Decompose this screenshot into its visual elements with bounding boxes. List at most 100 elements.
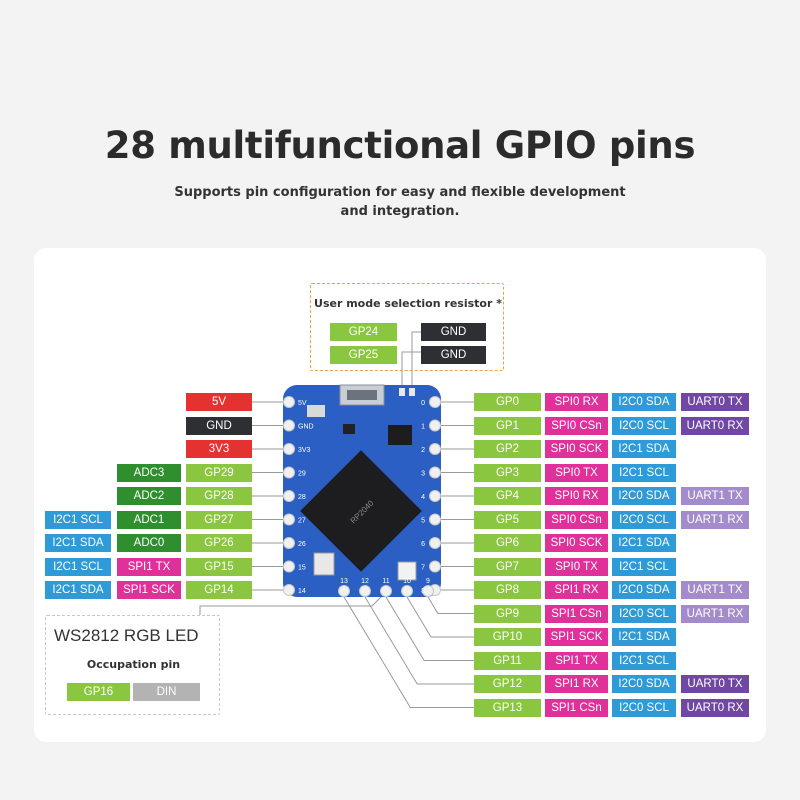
pad-right (429, 560, 441, 573)
led-gp16: GP16 (67, 683, 130, 701)
right-pin-i2c1-sda: I2C1 SDA (612, 440, 676, 458)
right-pin-spi0-sck: SPI0 SCK (545, 440, 608, 458)
pad-number: 6 (421, 541, 425, 548)
right-pin-gp12: GP12 (474, 675, 541, 693)
right-pin-i2c0-sda: I2C0 SDA (612, 393, 676, 411)
right-pin-gp5: GP5 (474, 510, 541, 529)
right-pin-i2c1-scl: I2C1 SCL (612, 557, 676, 576)
pad-number: 5 (421, 518, 425, 525)
pcb: RP2040 (283, 384, 441, 597)
pad-bottom (401, 585, 413, 597)
pad-number: 0 (421, 400, 425, 407)
right-pin-i2c0-sda: I2C0 SDA (612, 487, 676, 505)
right-pin-i2c0-scl: I2C0 SCL (612, 698, 676, 717)
right-pin-gp13: GP13 (474, 698, 541, 717)
left-pin-adc3: ADC3 (117, 463, 181, 482)
right-pin-i2c0-scl: I2C0 SCL (612, 416, 676, 435)
right-pin-spi0-tx: SPI0 TX (545, 463, 608, 482)
left-pin-i2c1-scl: I2C1 SCL (45, 510, 111, 529)
page-title: 28 multifunctional GPIO pins (104, 124, 696, 167)
right-pin-spi1-csn: SPI1 CSn (545, 604, 608, 623)
pad-number: 29 (298, 471, 306, 478)
subtitle-line-2: and integration. (340, 204, 460, 219)
resistor-pad (409, 388, 415, 396)
pad-number: 2 (421, 447, 425, 454)
pad-label: GND (298, 424, 314, 431)
right-pin-gp1: GP1 (474, 416, 541, 435)
led-din: DIN (133, 683, 200, 701)
pad-number: 15 (298, 565, 306, 572)
pad-left (283, 396, 295, 408)
pad-number: 4 (421, 494, 425, 501)
pad-right (429, 513, 441, 526)
pad-right (429, 490, 441, 502)
led-title: WS2812 RGB LED (54, 626, 199, 645)
pad-left (283, 466, 295, 479)
right-pin-spi1-rx: SPI1 RX (545, 675, 608, 693)
selection-gp24: GP24 (330, 323, 397, 341)
pad-number: 11 (382, 578, 389, 585)
pad-bottom (422, 585, 434, 597)
regulator (343, 424, 355, 434)
pad-number: 27 (298, 518, 306, 525)
left-pin-spi1-sck: SPI1 SCK (117, 581, 181, 599)
user-mode-selection-title: User mode selection resistor * (314, 297, 502, 310)
right-pin-uart0-tx: UART0 TX (681, 393, 749, 411)
ws2812-led-box: WS2812 RGB LED Occupation pin (45, 615, 220, 715)
right-pin-spi0-csn: SPI0 CSn (545, 416, 608, 435)
right-pin-i2c0-scl: I2C0 SCL (612, 604, 676, 623)
pad-number: 3 (421, 471, 425, 478)
line-bottom (343, 596, 474, 708)
pad-right (429, 396, 441, 408)
right-pin-spi1-rx: SPI1 RX (545, 581, 608, 599)
pad-right (429, 466, 441, 479)
left-pin-i2c1-scl: I2C1 SCL (45, 557, 111, 576)
right-pin-gp2: GP2 (474, 440, 541, 458)
right-pin-uart0-tx: UART0 TX (681, 675, 749, 693)
left-pin-gp14: GP14 (186, 581, 252, 599)
pad-bottom (338, 585, 350, 597)
pad-left (283, 584, 295, 596)
pad-right (429, 419, 441, 432)
left-pin-gp15: GP15 (186, 557, 252, 576)
line-bottom (406, 596, 474, 638)
pad-number: 7 (421, 565, 425, 572)
pad-right (429, 443, 441, 455)
right-pin-spi1-csn: SPI1 CSn (545, 698, 608, 717)
left-pin-gp26: GP26 (186, 534, 252, 552)
left-pin-adc2: ADC2 (117, 487, 181, 505)
pad-number: 8 (421, 588, 425, 595)
right-pin-i2c1-scl: I2C1 SCL (612, 651, 676, 670)
line-bottom (427, 596, 474, 614)
right-pin-gp7: GP7 (474, 557, 541, 576)
page-subtitle: Supports pin configuration for easy and … (160, 183, 640, 221)
right-pin-uart0-rx: UART0 RX (681, 698, 749, 717)
reset-button (307, 405, 325, 417)
left-pin-gp28: GP28 (186, 487, 252, 505)
resistor-pad (399, 388, 405, 396)
right-pin-spi0-rx: SPI0 RX (545, 393, 608, 411)
pad-bottom (380, 585, 392, 597)
right-pin-spi0-sck: SPI0 SCK (545, 534, 608, 552)
left-pin-adc0: ADC0 (117, 534, 181, 552)
pad-label: 5V (298, 400, 307, 407)
line-bottom (385, 596, 474, 661)
right-pin-spi0-tx: SPI0 TX (545, 557, 608, 576)
pad-bottom (359, 585, 371, 597)
boot-button (313, 552, 335, 576)
pad-label: 3V3 (298, 447, 311, 454)
right-pin-uart1-tx: UART1 TX (681, 581, 749, 599)
right-pin-uart1-rx: UART1 RX (681, 510, 749, 529)
right-pin-gp6: GP6 (474, 534, 541, 552)
right-pin-i2c0-scl: I2C0 SCL (612, 510, 676, 529)
right-pin-i2c1-sda: I2C1 SDA (612, 534, 676, 552)
flash-chip (388, 425, 412, 445)
left-pin-i2c1-sda: I2C1 SDA (45, 534, 111, 552)
pad-left (283, 490, 295, 502)
right-pin-i2c0-sda: I2C0 SDA (612, 581, 676, 599)
selection-gnd-1: GND (421, 323, 486, 341)
right-pin-gp4: GP4 (474, 487, 541, 505)
right-pin-i2c0-sda: I2C0 SDA (612, 675, 676, 693)
pad-number: 9 (426, 578, 430, 585)
